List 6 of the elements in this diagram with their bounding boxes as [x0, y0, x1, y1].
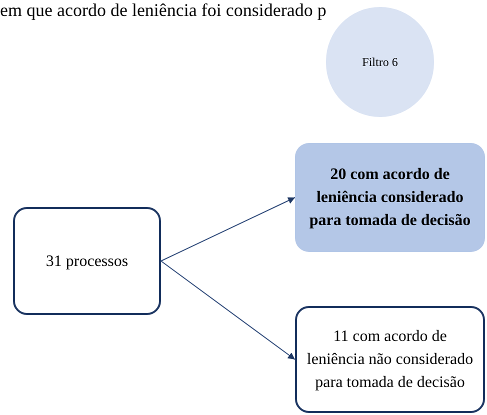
- arrow: [160, 197, 296, 262]
- process-box: 31 processos: [13, 207, 161, 315]
- heading-text: em que acordo de leniência foi considerado p: [0, 0, 326, 20]
- process-box: 11 com acordo de leniência não considerado para tomada de decisão: [295, 306, 485, 413]
- arrow: [160, 260, 296, 360]
- highlighted-box: 20 com acordo de leniência considerado para tomada de decisão: [295, 143, 485, 252]
